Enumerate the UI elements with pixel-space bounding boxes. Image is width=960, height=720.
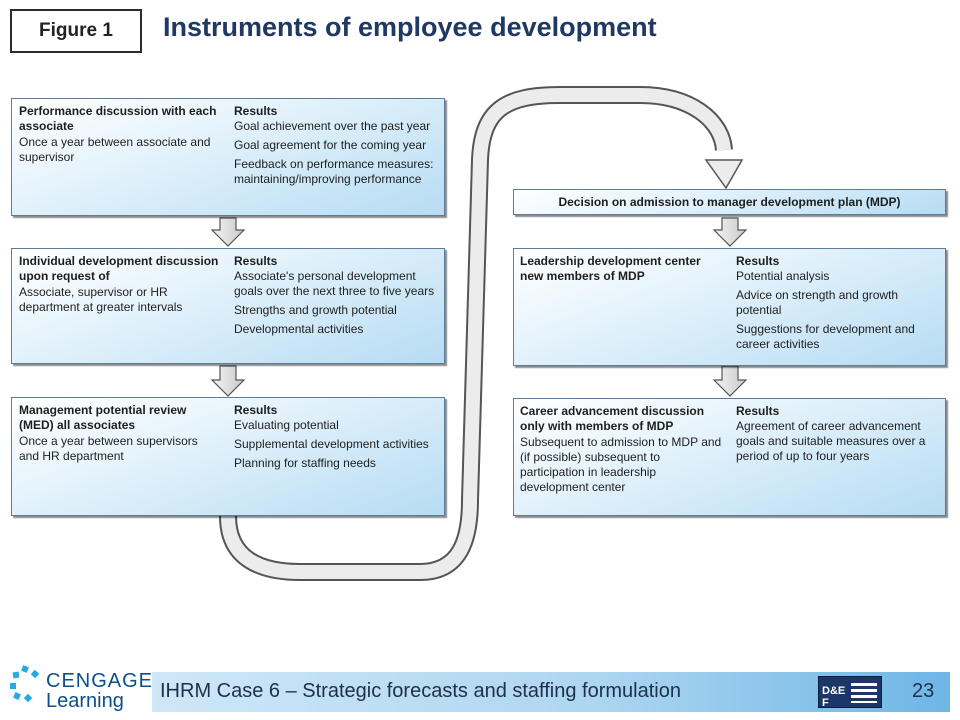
result-item: Goal agreement for the coming year	[234, 138, 427, 152]
box-heading: Leadership development center new member…	[520, 254, 701, 283]
figure-label: Figure 1	[10, 9, 142, 53]
footer-bar	[152, 672, 950, 712]
arrow-down-right-1	[712, 217, 748, 247]
de-f-badge: D&E F	[818, 676, 882, 709]
logo-text-cengage: CENGAGE	[46, 670, 154, 692]
box-management-potential-review: Management potential review (MED) all as…	[11, 397, 445, 516]
results-label: Results	[736, 404, 780, 418]
box-career-advancement-discussion: Career advancement discussion only with …	[513, 398, 946, 516]
results-label: Results	[234, 254, 278, 268]
box-individual-development: Individual development discussion upon r…	[11, 248, 445, 364]
box-subtext: Once a year between associate and superv…	[19, 135, 211, 164]
results-label: Results	[234, 403, 278, 417]
box-heading: Performance discussion with each associa…	[19, 104, 217, 133]
result-item: Associate's personal development goals o…	[234, 269, 435, 298]
result-item: Goal achievement over the past year	[234, 119, 431, 133]
result-item: Strengths and growth potential	[234, 303, 397, 317]
result-item: Supplemental development activities	[234, 437, 429, 451]
result-item: Developmental activities	[234, 322, 364, 336]
results-label: Results	[234, 104, 278, 118]
badge-lines-icon	[851, 683, 877, 703]
result-item: Suggestions for development and career a…	[736, 322, 915, 351]
box-heading: Individual development discussion upon r…	[19, 254, 219, 283]
logo-text-learning: Learning	[46, 690, 124, 712]
connector-arrowhead	[704, 159, 744, 190]
arrow-down-right-2	[712, 365, 748, 397]
result-item: Advice on strength and growth potential	[736, 288, 899, 317]
box-heading: Career advancement discussion only with …	[520, 404, 705, 433]
page-number: 23	[912, 680, 935, 702]
results-label: Results	[736, 254, 780, 268]
result-item: Potential analysis	[736, 269, 830, 283]
cengage-logo-icon	[10, 665, 40, 703]
mdp-decision-box: Decision on admission to manager develop…	[513, 189, 946, 215]
arrow-down-left-2	[210, 365, 246, 397]
arrow-down-left-1	[210, 217, 246, 247]
result-item: Evaluating potential	[234, 418, 339, 432]
box-leadership-development-center: Leadership development center new member…	[513, 248, 946, 366]
page-title: Instruments of employee development	[163, 12, 657, 42]
badge-letters: D&E F	[822, 685, 846, 709]
result-item: Planning for staffing needs	[234, 456, 376, 470]
box-subtext: Subsequent to admission to MDP and (if p…	[520, 435, 722, 494]
result-item: Agreement of career advancement goals an…	[736, 419, 926, 463]
box-heading: Management potential review (MED) all as…	[19, 403, 187, 432]
result-item: Feedback on performance measures: mainta…	[234, 157, 434, 186]
box-subtext: Once a year between supervisors and HR d…	[19, 434, 198, 463]
box-subtext: Associate, supervisor or HR department a…	[19, 285, 183, 314]
footer-text: IHRM Case 6 – Strategic forecasts and st…	[160, 680, 681, 702]
box-performance-discussion: Performance discussion with each associa…	[11, 98, 445, 216]
